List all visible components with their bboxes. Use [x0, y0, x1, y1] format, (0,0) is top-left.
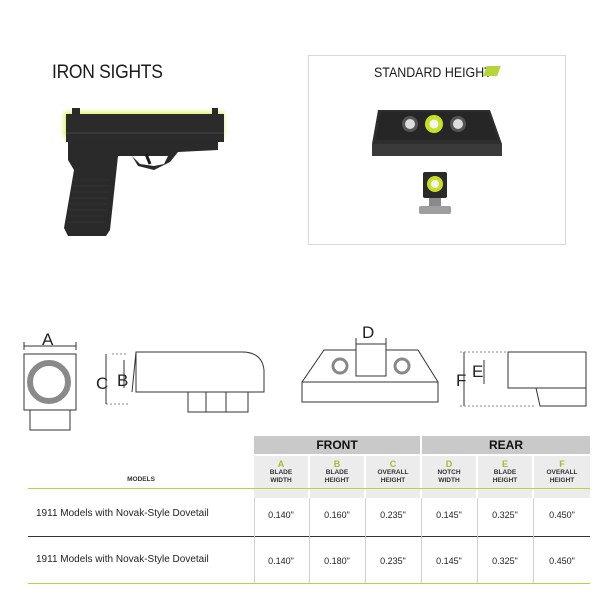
col-sub: BLADE — [493, 469, 517, 476]
dimension-label-a: A — [42, 330, 54, 349]
col-head-c: C OVERALL HEIGHT — [366, 456, 420, 498]
dimension-label-e: E — [472, 362, 484, 381]
row-divider — [28, 583, 590, 584]
slide-shape — [66, 114, 224, 142]
table-row-model: 1911 Models with Novak-Style Dovetail — [36, 554, 209, 565]
front-sight-product-image — [419, 172, 451, 214]
table-cell: 0.140" — [268, 510, 294, 520]
table-cell: 0.145" — [436, 510, 462, 520]
dimension-label-d: D — [362, 323, 375, 342]
column-divider — [477, 498, 478, 583]
frame-shape — [64, 142, 218, 236]
dimension-label-b: B — [117, 371, 129, 390]
col-sub: OVERALL — [546, 469, 578, 476]
col-head-f: F OVERALL HEIGHT — [534, 456, 590, 498]
col-head-b: B BLADE HEIGHT — [310, 456, 364, 498]
table-cell: 0.325" — [492, 510, 518, 520]
iron-sights-title: IRON SIGHTS — [52, 62, 163, 83]
table-cell: 0.180" — [324, 556, 350, 566]
front-sight-shape — [212, 108, 218, 116]
front-sight-height-diagram — [105, 351, 265, 413]
col-sub: BLADE — [325, 469, 349, 476]
column-divider — [254, 498, 255, 583]
column-divider — [421, 498, 422, 583]
front-sight-width-diagram — [23, 342, 77, 431]
row-divider — [28, 488, 590, 489]
col-sub: BLADE — [269, 469, 293, 476]
table-cell: 0.450" — [549, 510, 575, 520]
table-cell: 0.235" — [380, 556, 406, 566]
dimension-label-c: C — [96, 374, 109, 393]
col-sub: WIDTH — [270, 477, 292, 484]
col-sub: NOTCH — [437, 469, 461, 476]
column-divider — [309, 498, 310, 583]
rear-sight-notch-diagram — [301, 338, 439, 403]
rear-group-header: REAR — [422, 436, 590, 454]
col-sub: HEIGHT — [324, 477, 350, 484]
models-column-header: MODELS — [127, 476, 155, 483]
table-cell: 0.140" — [268, 556, 294, 566]
rear-sight-shape — [72, 108, 80, 116]
col-sub: HEIGHT — [380, 477, 406, 484]
table-cell: 0.450" — [549, 556, 575, 566]
pistol-illustration — [64, 108, 224, 236]
col-letter: C — [389, 459, 397, 469]
front-group-header: FRONT — [254, 436, 420, 454]
dimension-label-f: F — [456, 371, 467, 390]
column-divider — [533, 498, 534, 583]
standard-height-title: STANDARD HEIGHT — [374, 65, 492, 80]
col-head-a: A BLADE WIDTH — [254, 456, 308, 498]
col-letter: D — [445, 459, 453, 469]
col-letter: E — [501, 459, 508, 469]
col-sub: WIDTH — [438, 477, 460, 484]
table-cell: 0.325" — [492, 556, 518, 566]
col-sub: HEIGHT — [492, 477, 518, 484]
table-row-model: 1911 Models with Novak-Style Dovetail — [36, 508, 209, 519]
rear-sight-product-image — [372, 110, 502, 156]
table-cell: 0.235" — [380, 510, 406, 520]
col-sub: OVERALL — [377, 469, 409, 476]
col-head-e: E BLADE HEIGHT — [478, 456, 532, 498]
table-cell: 0.160" — [324, 510, 350, 520]
col-letter: A — [277, 459, 285, 469]
table-cell: 0.145" — [436, 556, 462, 566]
col-head-d: D NOTCH WIDTH — [422, 456, 476, 498]
column-divider — [365, 498, 366, 583]
rear-sight-height-diagram — [460, 351, 587, 407]
col-letter: B — [333, 459, 341, 469]
col-sub: HEIGHT — [549, 477, 575, 484]
col-letter: F — [559, 459, 565, 469]
